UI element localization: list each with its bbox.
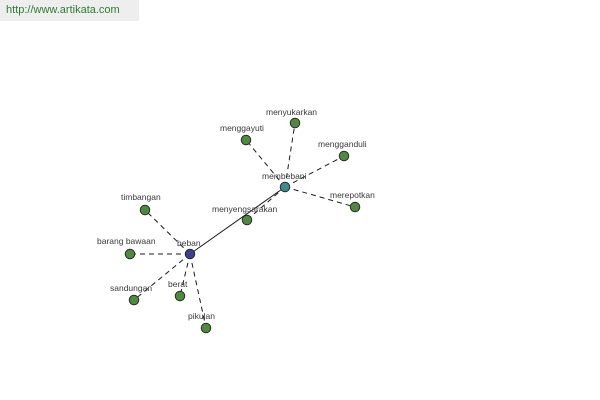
edge-membebani-menggayuti [245,139,286,188]
edge-membebani-merepotkan [284,186,356,208]
edge-beban-membebani [189,186,286,255]
node-label-beban[interactable]: beban [177,238,201,248]
node-pikulan[interactable] [200,322,212,334]
node-label-membebani[interactable]: membebani [262,171,307,181]
edge-beban-berat [179,253,191,297]
node-menyengsarakan[interactable] [241,214,253,226]
edges-layer [130,122,356,329]
labels-layer: beban membebani timbangan barang bawaan sand… [97,107,375,321]
edge-beban-pikulan [189,253,207,329]
node-label-menggayuti[interactable]: menggayuti [220,123,264,133]
edge-membebani-mengganduli [284,155,345,188]
node-barang-bawaan[interactable] [124,248,136,260]
node-timbangan[interactable] [139,204,151,216]
url-banner[interactable]: http://www.artikata.com [0,0,139,21]
edge-beban-sandungan [133,253,191,301]
node-label-menyengsarakan[interactable]: menyengsarakan [212,204,277,214]
node-label-mengganduli[interactable]: mengganduli [318,139,367,149]
edge-beban-timbangan [144,209,191,255]
node-label-berat[interactable]: berat [168,279,188,289]
edge-membebani-menyukarkan [284,122,296,188]
node-label-merepotkan[interactable]: merepotkan [330,190,375,200]
url-link[interactable]: http://www.artikata.com [6,4,120,16]
node-label-sandungan[interactable]: sandungan [110,283,152,293]
node-beban[interactable] [184,248,196,260]
nodes-layer [124,117,361,334]
node-sandungan[interactable] [128,294,140,306]
node-merepotkan[interactable] [349,201,361,213]
node-label-pikulan[interactable]: pikulan [188,311,215,321]
node-menyukarkan[interactable] [289,117,301,129]
node-membebani[interactable] [279,181,291,193]
node-menggayuti[interactable] [240,134,252,146]
node-label-timbangan[interactable]: timbangan [121,192,161,202]
node-label-barang-bawaan[interactable]: barang bawaan [97,236,156,246]
node-berat[interactable] [174,290,186,302]
node-label-menyukarkan[interactable]: menyukarkan [266,107,317,117]
node-mengganduli[interactable] [338,150,350,162]
